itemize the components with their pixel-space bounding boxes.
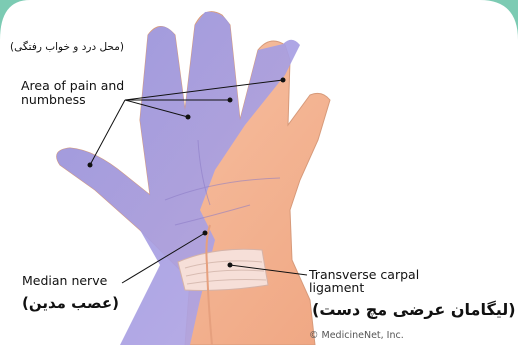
carpal-ligament-persian-label: (لیگامان عرضی مچ دست) (312, 300, 516, 319)
carpal-ligament-label: Transverse carpal ligament (309, 268, 419, 294)
pain-dot-thumb (88, 163, 93, 168)
pain-area-persian-label: (محل درد و خواب رفتگی) (10, 41, 124, 53)
pain-dot-little (281, 78, 286, 83)
pain-dot-ring (228, 98, 233, 103)
pain-area-line1: Area of pain and (21, 79, 124, 93)
pain-dot-middle (186, 115, 191, 120)
median-nerve-persian-label: (عصب مدین) (22, 294, 119, 312)
median-nerve-label: Median nerve (22, 273, 107, 288)
median-dot (203, 231, 208, 236)
carpal-dot (228, 263, 233, 268)
copyright-credit: © MedicineNet, Inc. (309, 330, 404, 341)
pain-area-line2: numbness (21, 93, 124, 107)
carpal-ligament-line2: ligament (309, 281, 419, 294)
pain-area-label: Area of pain and numbness (21, 79, 124, 107)
